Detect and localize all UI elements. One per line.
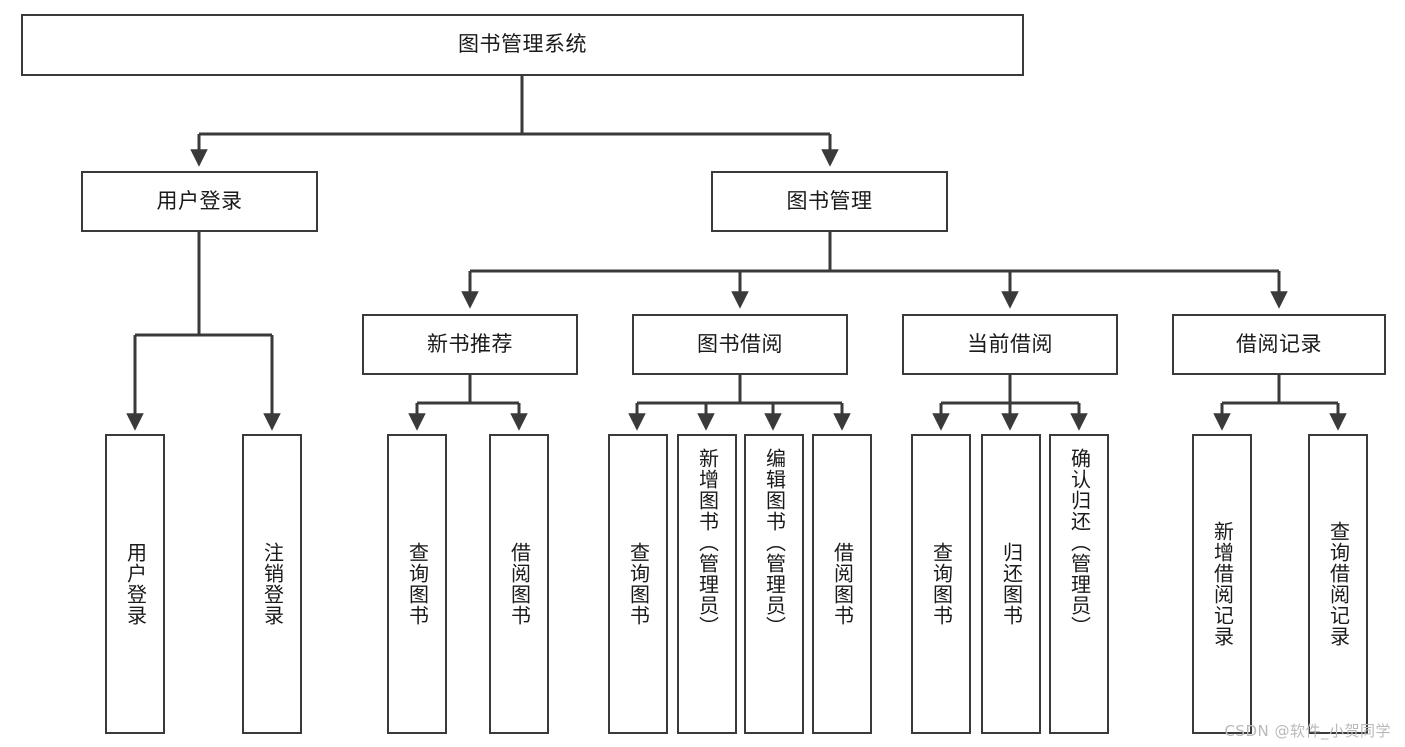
node-current-borrow[interactable]: 当前借阅 (902, 314, 1118, 375)
leaf-add-borrow-record[interactable]: 新增借阅记录 (1192, 434, 1252, 734)
leaf-borrow-book-recommend[interactable]: 借阅图书 (489, 434, 549, 734)
leaf-query-borrow-record[interactable]: 查询借阅记录 (1308, 434, 1368, 734)
leaf-confirm-return-admin[interactable]: 确认归还（管理员） (1049, 434, 1109, 734)
node-label: 归还图书 (999, 542, 1024, 626)
node-label: 图书管理系统 (458, 32, 587, 57)
node-label: 注销登录 (260, 542, 285, 626)
leaf-add-book-admin[interactable]: 新增图书（管理员） (677, 434, 737, 734)
node-label: 编辑图书（管理员） (762, 448, 787, 637)
leaf-query-book-current[interactable]: 查询图书 (911, 434, 971, 734)
node-label: 查询图书 (405, 542, 430, 626)
node-borrow-record[interactable]: 借阅记录 (1172, 314, 1386, 375)
node-label: 查询借阅记录 (1326, 521, 1351, 647)
leaf-logout[interactable]: 注销登录 (242, 434, 302, 734)
node-label: 图书借阅 (697, 331, 783, 356)
leaf-borrow-book[interactable]: 借阅图书 (812, 434, 872, 734)
node-label: 新增图书（管理员） (695, 448, 720, 637)
node-label: 新增借阅记录 (1210, 521, 1235, 647)
leaf-query-book-borrow[interactable]: 查询图书 (608, 434, 668, 734)
node-label: 当前借阅 (967, 331, 1053, 356)
node-label: 查询图书 (626, 542, 651, 626)
node-root[interactable]: 图书管理系统 (21, 14, 1024, 76)
node-book-management[interactable]: 图书管理 (711, 171, 948, 232)
node-label: 确认归还（管理员） (1067, 448, 1092, 637)
node-new-book-recommend[interactable]: 新书推荐 (362, 314, 578, 375)
leaf-query-book-recommend[interactable]: 查询图书 (387, 434, 447, 734)
node-label: 借阅图书 (507, 542, 532, 626)
leaf-edit-book-admin[interactable]: 编辑图书（管理员） (744, 434, 804, 734)
node-user-login[interactable]: 用户登录 (81, 171, 318, 232)
watermark: CSDN @软件_小贺同学 (1224, 722, 1391, 740)
node-label: 图书管理 (786, 188, 873, 213)
leaf-return-book[interactable]: 归还图书 (981, 434, 1041, 734)
node-book-borrow[interactable]: 图书借阅 (632, 314, 848, 375)
node-label: 借阅记录 (1236, 331, 1322, 356)
node-label: 查询图书 (929, 542, 954, 626)
node-label: 用户登录 (123, 542, 148, 626)
node-label: 用户登录 (156, 188, 243, 213)
node-label: 借阅图书 (830, 542, 855, 626)
node-label: 新书推荐 (427, 331, 513, 356)
leaf-user-login[interactable]: 用户登录 (105, 434, 165, 734)
